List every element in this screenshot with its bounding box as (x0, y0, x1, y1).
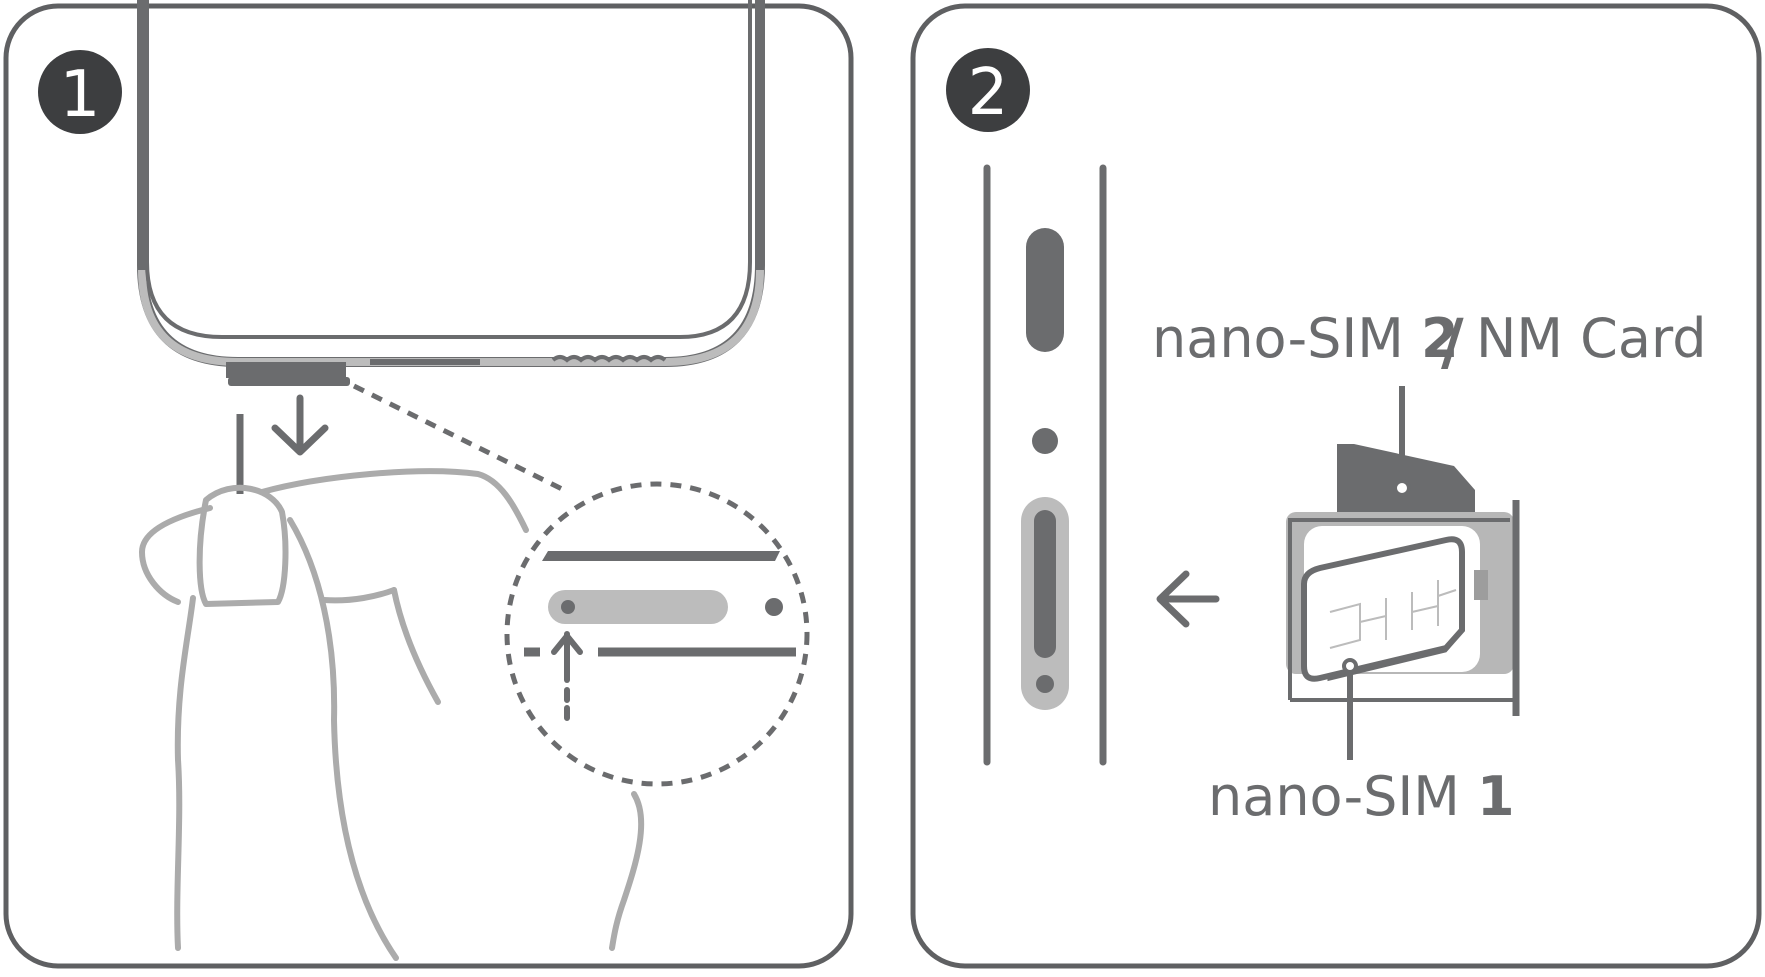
sim-tray-slot (226, 362, 346, 378)
sim-tray-slot-lip (228, 377, 350, 386)
arrow-left-icon (1156, 570, 1220, 628)
nm-card-label: NM Card (1476, 307, 1706, 370)
callout-frame-top (542, 551, 780, 561)
step-2-badge: 2 (946, 48, 1030, 132)
hand-holding-eject-pin (139, 468, 645, 961)
nm-card (1337, 444, 1475, 512)
phone-screen-edge (145, 0, 752, 339)
panel-2-frame (910, 3, 1762, 969)
arrow-up-icon (551, 631, 583, 723)
phone-side-view (983, 164, 1107, 766)
speaker-grille (551, 355, 667, 363)
microphone-hole (1032, 428, 1058, 454)
tray-front-frame (1288, 518, 1510, 700)
label-leaders (1342, 386, 1411, 760)
nano-sim-1-prefix: nano-SIM (1208, 765, 1477, 828)
step-2-number: 2 (968, 56, 1009, 130)
nano-sim-2-prefix: nano-SIM (1152, 307, 1421, 370)
sim-tray-opening (1034, 510, 1056, 658)
tray-dot (765, 598, 783, 616)
eject-hole (561, 600, 575, 614)
panel-1-frame (3, 3, 854, 969)
step-1-badge: 1 (38, 50, 122, 134)
tray-eject-slot (548, 590, 728, 624)
nano-sim-1-number: 1 (1477, 765, 1515, 828)
label-separator: / (1441, 305, 1464, 378)
panel-step-2: 2 (910, 3, 1762, 969)
magnifier-callout (352, 383, 810, 787)
sim-tray (1286, 444, 1520, 716)
nano-sim-1-label: nano-SIM 1 (1208, 765, 1515, 828)
tray-eject-hole (1036, 675, 1054, 693)
panel-step-1: 1 (3, 0, 854, 969)
step-1-number: 1 (60, 58, 101, 132)
phone-bottom (137, 0, 765, 386)
nano-sim-2-label: nano-SIM 2 (1152, 307, 1459, 370)
arrow-down-icon (271, 394, 329, 456)
sim-chip-contacts (1329, 580, 1457, 649)
nano-sim-2-number: 2 (1421, 307, 1459, 370)
volume-button (1026, 228, 1064, 352)
